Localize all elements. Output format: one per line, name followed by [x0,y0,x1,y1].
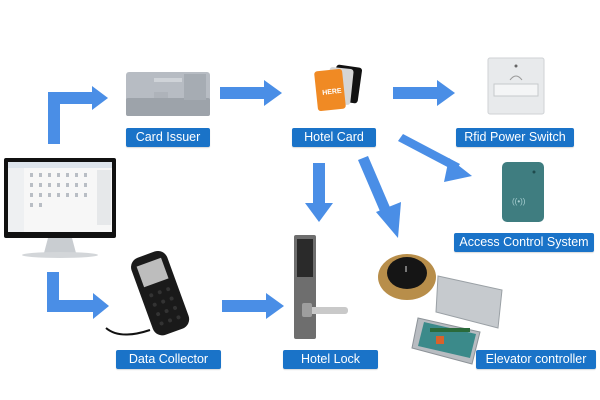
label-rfid-power-switch: Rfid Power Switch [456,128,574,147]
arrow-hotel-card-to-elevator [358,156,401,238]
label-hotel-card: Hotel Card [292,128,376,147]
access-control-reader-icon: ((•)) [502,162,544,222]
computer-monitor-icon [4,158,116,258]
card-issuer-device-icon [126,72,210,116]
arrow-computer-to-card-issuer [48,86,108,144]
card-text: HERE [322,88,342,97]
label-data-collector: Data Collector [116,350,221,369]
rfid-power-switch-icon [487,57,545,115]
hotel-lock-icon [294,235,348,339]
label-hotel-lock: Hotel Lock [283,350,378,369]
label-access-control-system: Access Control System [454,233,594,252]
arrow-data-collector-to-hotel-lock [222,293,284,319]
arrow-card-issuer-to-hotel-card [220,80,282,106]
svg-text:((•)): ((•)) [512,197,526,206]
elevator-controller-box-icon [411,275,503,365]
hotel-card-icon: HERE [314,64,362,112]
label-card-issuer: Card Issuer [126,128,210,147]
data-collector-device-icon [105,250,190,336]
arrow-hotel-card-to-rfid [393,80,455,106]
label-elevator-controller: Elevator controller [476,350,596,369]
arrow-computer-to-data-collector [47,272,109,319]
arrow-hotel-card-to-hotel-lock [305,163,333,222]
round-card-reader-icon [378,254,436,300]
arrow-hotel-card-to-access-control [398,134,472,182]
